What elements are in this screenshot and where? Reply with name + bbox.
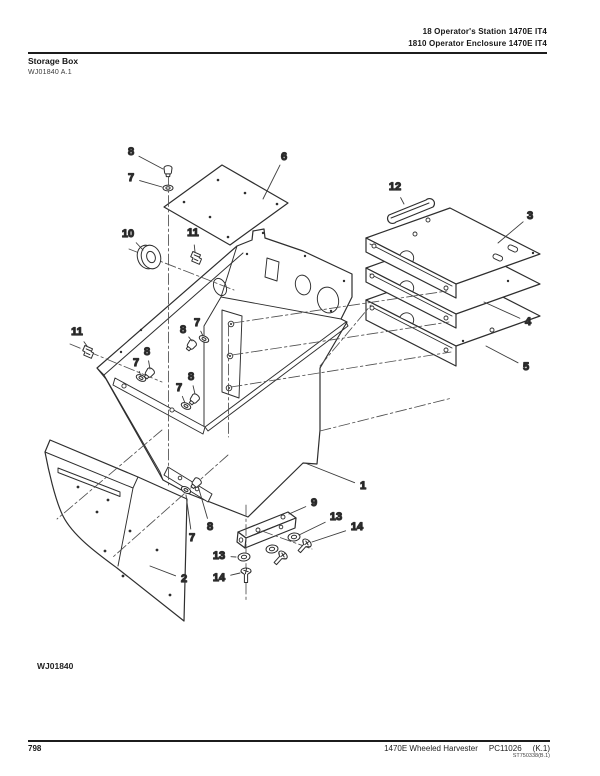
leader-line-7 (185, 494, 192, 530)
door-panel-2 (44, 439, 188, 622)
leader-line-9 (288, 506, 307, 515)
leader-line-11 (193, 244, 196, 253)
shelf-tray-3 (365, 207, 541, 299)
callout-13: 13 (213, 550, 225, 562)
callout-11: 11 (71, 326, 83, 338)
callout-1: 1 (360, 480, 366, 492)
leader-line-8 (138, 155, 164, 170)
footer-model: 1470E Wheeled Harvester (384, 744, 478, 753)
callout-14: 14 (351, 521, 364, 533)
header-rule (28, 52, 547, 54)
section-title: Storage Box (28, 56, 79, 66)
fasteners (81, 165, 314, 583)
latch-bracket-9 (236, 511, 297, 549)
leader-line-14 (230, 572, 241, 576)
leader-line-14 (311, 530, 347, 543)
clip-11-upper (189, 250, 203, 266)
figure-code: WJ01840 A.1 (28, 69, 72, 76)
callout-7: 7 (189, 532, 195, 544)
spacer-bar-12 (386, 197, 436, 225)
footer-catalog-number: PC11026 (488, 744, 522, 753)
callout-8: 8 (207, 521, 213, 533)
screw-14-left (240, 567, 252, 583)
main-box-1 (96, 228, 353, 518)
leader-line-11 (83, 341, 88, 347)
footer-revision: (K.1) (532, 744, 550, 753)
page-header: 18 Operator's Station 1470E IT4 1810 Ope… (408, 26, 547, 50)
washer-13-left (237, 551, 251, 563)
callout-8: 8 (128, 146, 134, 158)
screw-8-top (163, 165, 173, 178)
leader-line-4 (483, 301, 521, 319)
callout-7: 7 (128, 172, 134, 184)
footer-catalog-line: 1470E Wheeled Harvester PC11026 (K.1) (384, 744, 550, 753)
callout-5: 5 (523, 361, 529, 373)
figure-label: WJ01840 (37, 661, 74, 671)
callout-3: 3 (527, 210, 533, 222)
header-section-line2: 1810 Operator Enclosure 1470E IT4 (408, 39, 547, 48)
callout-7: 7 (133, 357, 139, 369)
callout-8: 8 (188, 371, 194, 383)
washer-7-top (162, 184, 174, 192)
footer-rule (28, 740, 550, 742)
leader-line-2 (149, 565, 177, 577)
leader-line-7 (138, 370, 142, 377)
callout-9: 9 (311, 497, 317, 509)
callout-10: 10 (122, 228, 134, 240)
callout-8: 8 (144, 346, 150, 358)
leader-line-8 (188, 336, 193, 342)
callout-12: 12 (389, 181, 401, 193)
leader-line-8 (197, 485, 208, 519)
page-number: 798 (28, 744, 42, 753)
leader-line-10 (135, 242, 144, 251)
callout-2: 2 (181, 573, 187, 585)
callout-6: 6 (281, 151, 287, 163)
callout-7: 7 (176, 382, 182, 394)
leader-line-6 (262, 164, 281, 200)
grommet-10 (136, 244, 162, 270)
callout-7: 7 (194, 317, 200, 329)
leader-line-7 (139, 180, 163, 188)
leader-line-7 (200, 330, 204, 337)
callout-11: 11 (187, 227, 199, 239)
callout-13: 13 (330, 511, 342, 523)
washer-13-mid (265, 543, 279, 555)
leader-line-12 (400, 197, 405, 205)
callout-14: 14 (213, 572, 226, 584)
leader-line-8 (148, 360, 151, 370)
leader-line-7 (181, 395, 186, 404)
leader-line-5 (485, 345, 519, 364)
clip-11-lower (81, 344, 95, 360)
callout-8: 8 (180, 324, 186, 336)
washer-13-right (287, 531, 301, 543)
lid-plate-6 (163, 164, 289, 246)
leader-line-3 (497, 221, 524, 244)
footer-sub-code: ST750338(B.1) (512, 753, 550, 759)
header-section-line1: 18 Operator's Station 1470E IT4 (422, 27, 547, 36)
leader-line-8 (192, 385, 196, 395)
leader-line-1 (304, 462, 356, 484)
leader-line-13 (298, 521, 326, 536)
callout-4: 4 (525, 316, 532, 328)
